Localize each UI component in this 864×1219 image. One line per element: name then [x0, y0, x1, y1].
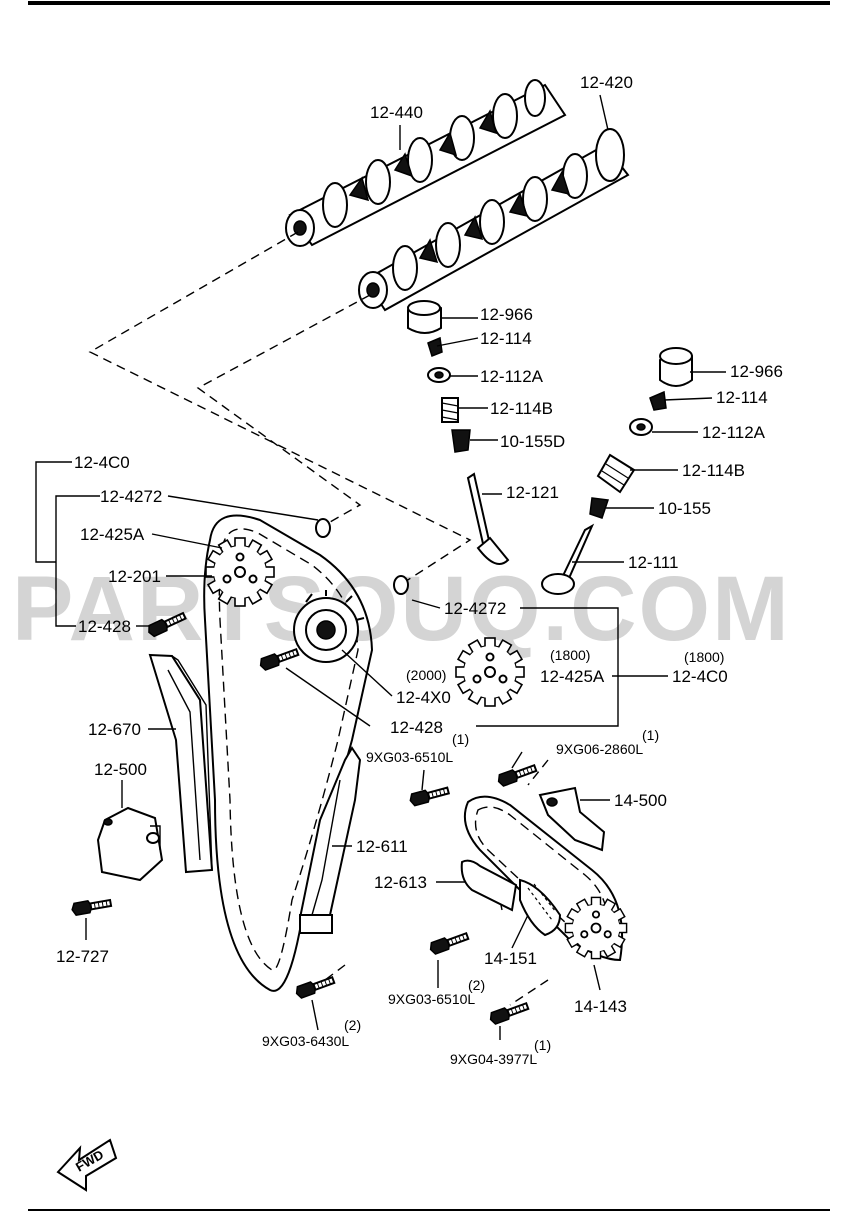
label-actuator: 12-201: [108, 567, 161, 586]
valve-train-b: [541, 347, 693, 595]
label-key-b: 12-114: [716, 388, 768, 407]
leader-lines: [35, 94, 726, 1040]
label-retainer-a: 12-112A: [480, 367, 544, 386]
washer-a: [315, 518, 331, 538]
bolt-9xg06-2860l: [495, 761, 539, 789]
label-sprocket-a: 12-425A: [80, 525, 145, 544]
label-key-a: 12-114: [480, 329, 532, 348]
label-bolt-e: 9XG03-6510L: [388, 991, 475, 1007]
label-spring-b: 12-114B: [682, 461, 745, 480]
watermark-text: PARTSOUQ.COM: [12, 558, 791, 660]
label-variant-2000: (2000): [406, 667, 446, 683]
label-bolt-a: 12-428: [78, 617, 131, 636]
label-bolt-f: 9XG03-6430L: [262, 1033, 349, 1049]
variable-timing-actuator: [293, 590, 365, 663]
label-intake-camshaft: 12-420: [580, 73, 633, 92]
label-oil-pump-chain: 14-151: [484, 949, 537, 968]
label-oil-pump-guide: 12-613: [374, 873, 427, 892]
label-bolt-g: 9XG04-3977L: [450, 1051, 537, 1067]
label-tappet-a: 12-966: [480, 305, 533, 324]
bolt-9xg03-6510l-a: [407, 783, 451, 808]
label-variant-1800-b: (1800): [684, 649, 724, 665]
label-seal-a: 10-155D: [500, 432, 565, 451]
chain-guide-left: [148, 653, 214, 874]
label-valve-b: 12-111: [628, 553, 678, 572]
label-bolt-f-qty: (2): [344, 1017, 361, 1033]
label-variant-1800-a: (1800): [550, 647, 590, 663]
label-group-b: 12-4C0: [672, 667, 728, 686]
part-labels: 12-440 12-420 12-966 12-114 12-112A 12-1…: [56, 73, 783, 1067]
label-seal-b: 10-155: [658, 499, 711, 518]
label-bolt-c-qty: (1): [452, 731, 469, 747]
chain-tensioner: [96, 806, 164, 882]
label-oil-pump-tensioner: 14-500: [614, 791, 667, 810]
label-tappet-b: 12-966: [730, 362, 783, 381]
label-washer-b: 12-4272: [444, 599, 506, 618]
label-exhaust-camshaft: 12-440: [370, 103, 423, 122]
forward-arrow: FWD: [56, 1138, 118, 1192]
label-washer-a: 12-4272: [100, 487, 162, 506]
label-retainer-b: 12-112A: [702, 423, 766, 442]
bolt-9xg03-6510l-b: [427, 929, 471, 957]
label-bolt-e-qty: (2): [468, 977, 485, 993]
intake-camshaft: [358, 128, 630, 312]
exhaust-camshaft: [285, 79, 567, 247]
label-valve-a: 12-121: [506, 483, 559, 502]
valve-train-a: [407, 300, 510, 565]
chain-guide-right: [298, 746, 362, 934]
label-spring-a: 12-114B: [490, 399, 553, 418]
label-bolt-g-qty: (1): [534, 1037, 551, 1053]
oil-pump-chain-links: [519, 878, 562, 937]
label-bolt-b: 12-428: [390, 718, 443, 737]
bolt-9xg04-3977l: [487, 999, 531, 1027]
bolt-9xg03-6430l: [293, 973, 337, 1001]
label-bolt-d: 9XG06-2860L: [556, 741, 643, 757]
label-bolt-d-qty: (1): [642, 727, 659, 743]
tensioner-bolt: [70, 896, 113, 917]
oil-pump-chain: [464, 795, 624, 962]
label-oil-pump-sprocket: 14-143: [574, 997, 627, 1016]
oil-pump-tensioner: [538, 786, 606, 852]
label-cam-sprocket-group: 12-4C0: [74, 453, 130, 472]
label-bolt-c: 9XG03-6510L: [366, 749, 453, 765]
washer-b: [393, 575, 409, 595]
label-variable-timing: 12-4X0: [396, 688, 451, 707]
label-guide-left: 12-670: [88, 720, 141, 739]
label-guide-right: 12-611: [356, 837, 408, 856]
label-sprocket-b: 12-425A: [540, 667, 605, 686]
label-tensioner: 12-500: [94, 760, 147, 779]
label-tensioner-bolt: 12-727: [56, 947, 109, 966]
oil-pump-guide: [460, 859, 518, 912]
